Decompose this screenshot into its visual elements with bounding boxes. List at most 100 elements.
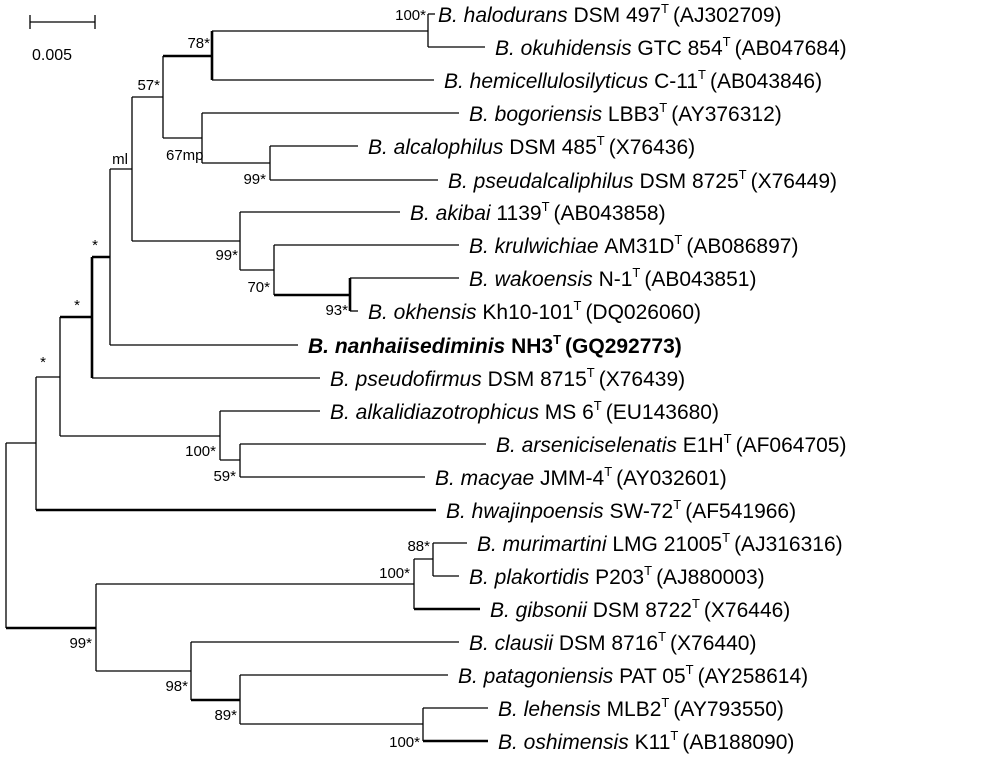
taxon-label-okhensis: B. okhensis Kh10-101T (DQ026060) [368,298,701,324]
taxon-strain: GTC 854 [637,37,723,60]
taxon-accession: (AY258614) [698,665,809,688]
bootstrap-n_hemi: 78* [187,35,210,52]
taxon-species: B. macyae [435,467,540,490]
taxon-accession: (DQ026060) [585,301,701,324]
type-strain-mark: T [587,365,595,380]
taxon-accession: (AJ316316) [734,533,843,556]
taxon-accession: (AB043846) [710,70,822,93]
taxon-label-clausii: B. clausii DSM 8716T(X76440) [469,629,756,655]
taxon-accession: (GQ292773) [565,335,682,358]
type-strain-mark: T [670,728,678,743]
taxon-species: B. gibsonii [490,599,593,622]
taxon-accession: (X76446) [704,599,790,622]
taxon-label-plakortidis: B. plakortidis P203T(AJ880003) [469,563,765,589]
taxon-species: B. okuhidensis [495,37,637,60]
taxon-strain: DSM 497 [573,4,661,27]
taxon-accession: (AB086897) [686,235,798,258]
bootstrap-n_star1: * [92,237,98,254]
bootstrap-n_patag: 89* [214,707,237,724]
type-strain-mark: T [597,133,605,148]
taxon-accession: (AB188090) [682,731,794,754]
taxon-accession: (AF541966) [685,500,796,523]
taxon-strain: SW-72 [609,500,673,523]
type-strain-mark: T [692,596,700,611]
type-strain-mark: T [674,232,682,247]
type-strain-mark: T [724,431,732,446]
type-strain-mark: T [659,100,667,115]
bootstrap-n_star3: * [40,354,46,371]
taxon-species: B. akibai [410,202,496,225]
bootstrap-n_57: 57* [137,77,160,94]
bootstrap-n_muri: 88* [407,538,430,555]
type-strain-mark: T [661,1,669,16]
bootstrap-n_gibs: 100* [379,565,410,582]
taxon-label-hemicellulosilyticus: B. hemicellulosilyticus C-11T(AB043846) [444,67,822,93]
taxon-species: B. wakoensis [469,268,599,291]
bootstrap-n_clausii: 98* [165,678,188,695]
taxon-strain: N-1 [599,268,633,291]
bootstrap-n_67mp: 67mp [166,147,204,164]
bootstrap-n_wako: 93* [325,302,348,319]
type-strain-mark: T [573,298,581,313]
taxon-labels: B. halodurans DSM 497T(AJ302709)B. okuhi… [308,1,847,754]
taxon-species: B. alcalophilus [368,136,509,159]
taxon-label-nanhaiisediminis: B. nanhaiisediminis NH3T(GQ292773) [308,332,682,358]
bootstrap-n_krul: 70* [247,279,270,296]
taxon-strain: NH3 [511,335,553,358]
bootstrap-n_lower: 99* [69,635,92,652]
bootstrap-n_alkali: 100* [185,443,216,460]
taxon-strain: E1H [683,434,724,457]
taxon-accession: (AJ302709) [673,4,782,27]
taxon-label-akibai: B. akibai 1139T(AB043858) [410,199,666,225]
type-strain-mark: T [686,662,694,677]
taxon-strain: DSM 8716 [559,632,658,655]
scale-bar: 0.005 [29,15,96,64]
taxon-label-halodurans: B. halodurans DSM 497T (AJ302709) [438,1,782,27]
bootstrap-n_arsen: 59* [213,468,236,485]
taxon-species: B. halodurans [438,4,573,27]
bootstrap-n_alcalo: 99* [243,171,266,188]
taxon-species: B. alkalidiazotrophicus [330,401,545,424]
type-strain-mark: T [673,497,681,512]
taxon-species: B. murimartini [477,533,612,556]
taxon-species: B. hwajinpoensis [446,500,609,523]
taxon-strain: Kh10-101 [482,301,573,324]
taxon-species: B. pseudofirmus [330,368,488,391]
bootstrap-n_akibai: 99* [215,247,238,264]
taxon-accession: (X76439) [599,368,685,391]
taxon-strain: AM31D [604,235,674,258]
taxon-species: B. nanhaiisediminis [308,335,511,358]
taxon-label-pseudofirmus: B. pseudofirmus DSM 8715T (X76439) [330,365,685,391]
taxon-species: B. hemicellulosilyticus [444,70,654,93]
taxon-strain: DSM 485 [509,136,597,159]
taxon-strain: JMM-4 [540,467,604,490]
taxon-species: B. lehensis [498,698,607,721]
taxon-label-alkalidiazotrophicus: B. alkalidiazotrophicus MS 6T(EU143680) [330,398,719,424]
type-strain-mark: T [658,629,666,644]
type-strain-mark: T [722,530,730,545]
bootstrap-n_star2: * [74,297,80,314]
taxon-label-patagoniensis: B. patagoniensis PAT 05T(AY258614) [458,662,808,688]
taxon-species: B. arseniciselenatis [496,434,683,457]
taxon-species: B. pseudalcaliphilus [448,170,639,193]
taxon-label-arseniciselenatis: B. arseniciselenatis E1HT(AF064705) [496,431,846,457]
taxon-species: B. plakortidis [469,566,595,589]
taxon-species: B. patagoniensis [458,665,619,688]
tree-branches [5,13,488,743]
taxon-accession: (AY793550) [673,698,784,721]
taxon-accession: (AY032601) [616,467,727,490]
taxon-accession: (AJ880003) [656,566,765,589]
taxon-strain: MLB2 [607,698,662,721]
taxon-accession: (AB043858) [554,202,666,225]
bootstrap-labels: 100*78*57*67mp99*ml99*70*93****100*59*88… [40,7,430,751]
taxon-label-macyae: B. macyae JMM-4T(AY032601) [435,464,727,490]
taxon-species: B. krulwichiae [469,235,604,258]
taxon-label-hwajinpoensis: B. hwajinpoensis SW-72T (AF541966) [446,497,796,523]
type-strain-mark: T [644,563,652,578]
taxon-strain: LBB3 [608,103,659,126]
taxon-species: B. okhensis [368,301,482,324]
taxon-strain: DSM 8715 [488,368,587,391]
taxon-accession: (EU143680) [606,401,719,424]
type-strain-mark: T [661,695,669,710]
